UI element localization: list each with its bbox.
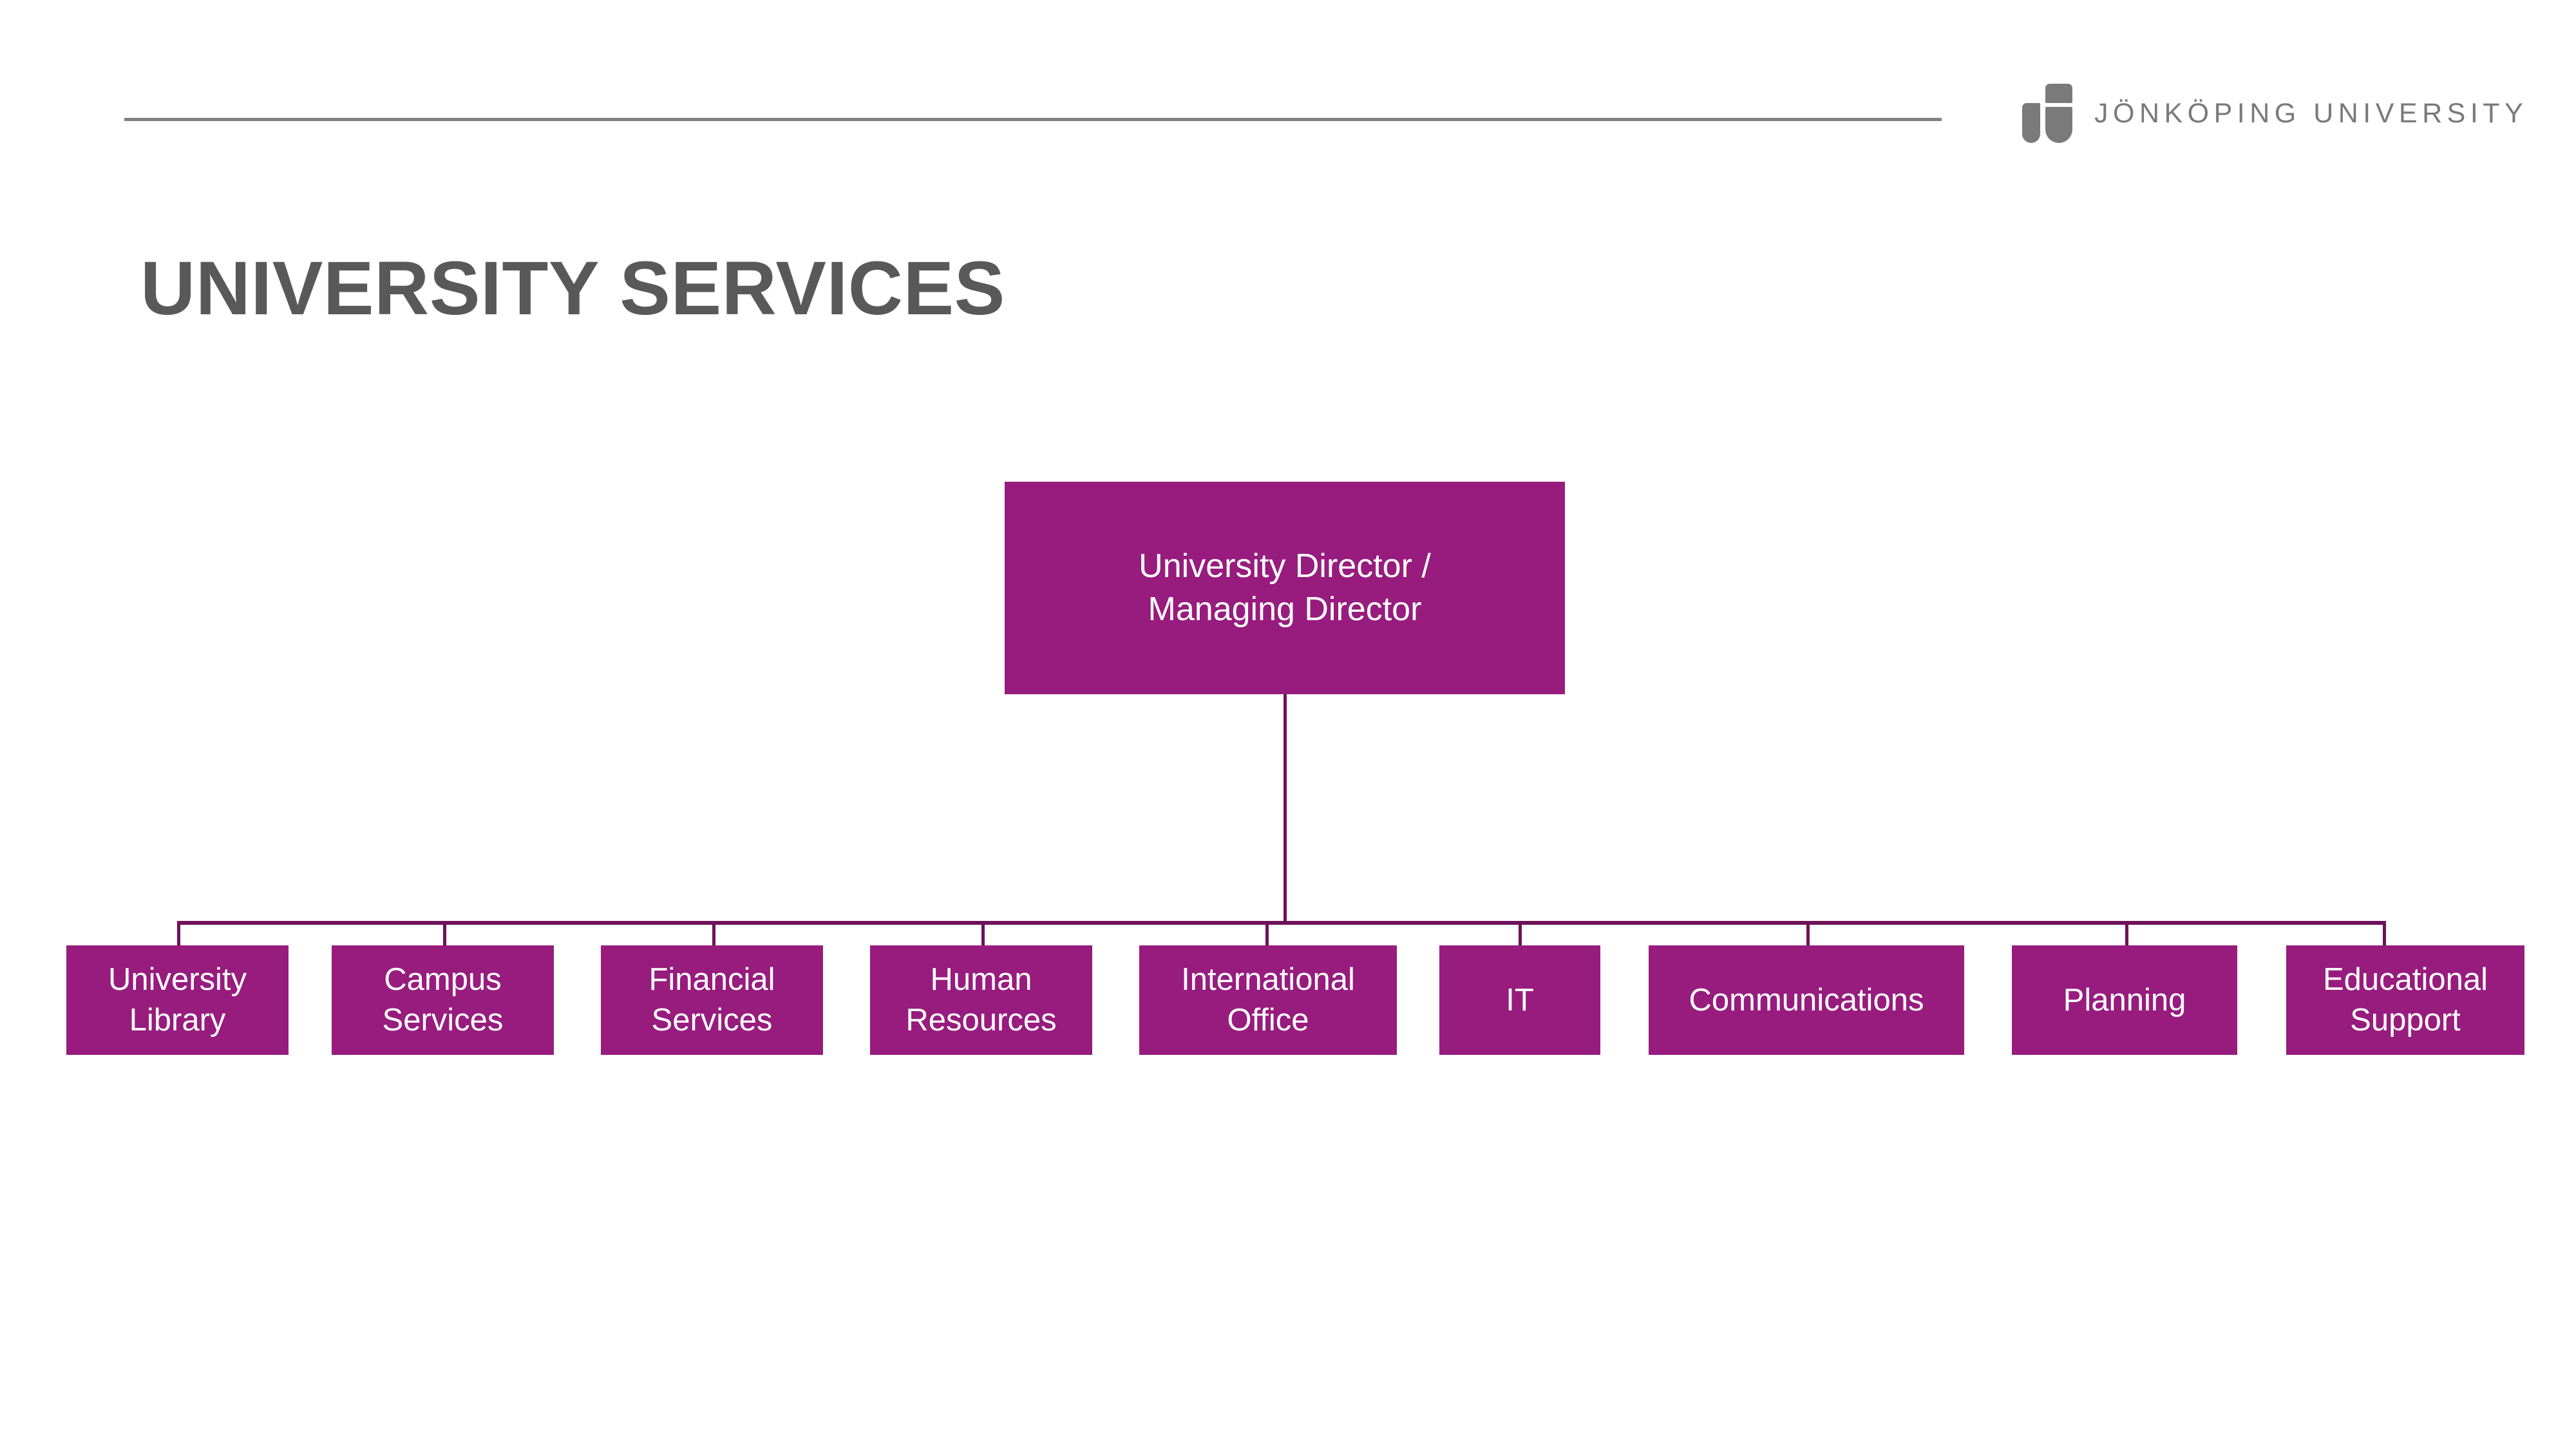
connector-stub-financial-services	[712, 921, 715, 945]
org-node-label: Human Resources	[905, 962, 1057, 1037]
org-node-label: University Library	[108, 962, 247, 1037]
org-node-educational-support[interactable]: Educational Support	[2286, 945, 2524, 1055]
org-node-it[interactable]: IT	[1439, 945, 1600, 1055]
org-node-label: Financial Services	[649, 962, 775, 1037]
org-node-label: International Office	[1181, 962, 1355, 1037]
connector-horizontal-bus	[177, 921, 2386, 925]
connector-stub-campus-services	[443, 921, 446, 945]
brand-wordmark: JÖNKÖPING UNIVERSITY	[2094, 97, 2528, 129]
page-title: UNIVERSITY SERVICES	[140, 246, 1005, 331]
connector-stub-communications	[1806, 921, 1810, 945]
org-node-label: Educational Support	[2322, 962, 2488, 1037]
org-node-university-director[interactable]: University Director / Managing Director	[1005, 482, 1565, 694]
org-node-label: University Director / Managing Director	[1139, 547, 1431, 628]
org-node-label: Communications	[1689, 982, 1924, 1018]
org-node-planning[interactable]: Planning	[2012, 945, 2237, 1055]
header-divider-rule	[124, 118, 1942, 121]
org-node-communications[interactable]: Communications	[1649, 945, 1964, 1055]
org-node-financial-services[interactable]: Financial Services	[601, 945, 823, 1055]
brand-lockup: JÖNKÖPING UNIVERSITY	[2022, 82, 2528, 144]
connector-root-trunk	[1283, 694, 1287, 921]
org-node-label: Campus Services	[382, 962, 504, 1037]
org-node-label: Planning	[2063, 982, 2186, 1018]
org-node-label: IT	[1506, 982, 1534, 1018]
org-node-international-office[interactable]: International Office	[1139, 945, 1397, 1055]
connector-stub-human-resources	[981, 921, 985, 945]
org-node-campus-services[interactable]: Campus Services	[332, 945, 554, 1055]
jonkoping-j-logo-icon	[2022, 84, 2072, 143]
org-node-human-resources[interactable]: Human Resources	[870, 945, 1092, 1055]
connector-stub-university-library	[177, 921, 180, 945]
connector-stub-planning	[2125, 921, 2128, 945]
connector-stub-it	[1519, 921, 1522, 945]
org-node-university-library[interactable]: University Library	[66, 945, 289, 1055]
connector-stub-educational-support	[2383, 921, 2386, 945]
connector-stub-international-office	[1265, 921, 1269, 945]
